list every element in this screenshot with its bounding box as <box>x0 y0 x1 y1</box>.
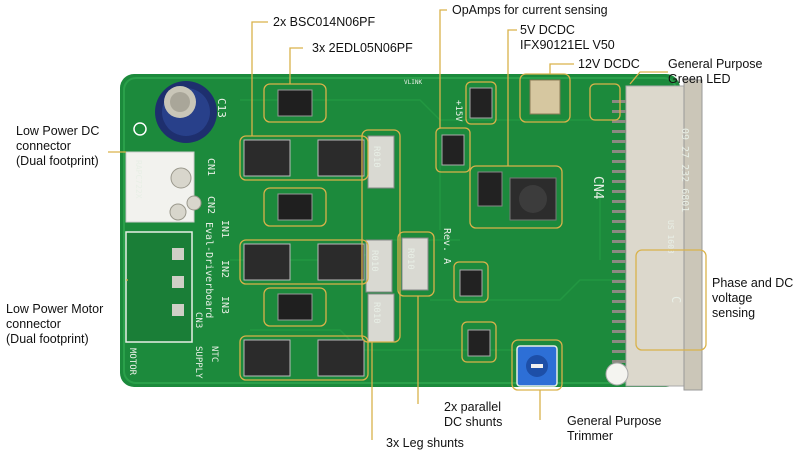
silk-cn1: CN1 <box>205 158 216 176</box>
label-lp-motor-line2: connector <box>6 317 61 331</box>
silk-shunt-2: R010 <box>369 250 379 272</box>
dcdc-ic <box>477 171 503 207</box>
silk-motor: MOTOR <box>127 348 137 376</box>
callout-lines <box>108 9 668 440</box>
silk-c13: C13 <box>215 98 228 118</box>
label-phase-line1: Phase and DC <box>712 276 794 290</box>
silk-shunt-4: R010 <box>405 248 415 270</box>
silk-plus15v: +15V <box>453 100 463 122</box>
mosfet-group <box>243 139 365 377</box>
label-dcdc5v: 5V DCDC IFX90121EL V50 <box>520 23 615 53</box>
silk-supply: SUPPLY <box>193 346 203 379</box>
label-dcdc5v-line2: IFX90121EL V50 <box>520 38 615 52</box>
silk-shunt-3: R010 <box>371 302 381 324</box>
silk-rapc: RAPC722X <box>134 160 143 199</box>
shunt-group <box>365 135 429 343</box>
label-led-line2: Green LED <box>668 72 731 86</box>
silk-cn4: CN4 <box>590 176 605 200</box>
driver-ic-group <box>277 89 313 321</box>
opamp-group <box>441 87 493 357</box>
label-led-line1: General Purpose <box>668 57 763 71</box>
dcdc-12v-module <box>529 79 561 115</box>
label-parallel-shunts-line2: DC shunts <box>444 415 503 429</box>
silk-in1: IN1 <box>219 220 230 238</box>
silk-rev: Rev. A <box>441 228 452 264</box>
silk-cn2: CN2 <box>205 196 216 214</box>
connector-mark: C <box>669 296 683 303</box>
connector-code-1: 09 27 232 6801 <box>679 128 690 212</box>
silk-ntc: NTC <box>209 346 219 362</box>
label-dcdc12v: 12V DCDC <box>578 57 640 71</box>
label-trimmer-line1: General Purpose <box>567 414 662 428</box>
label-phase: Phase and DC voltage sensing <box>712 276 793 321</box>
label-bsc: 2x BSC014N06PF <box>273 15 376 29</box>
silk-in2: IN2 <box>219 260 230 278</box>
label-trimmer: General Purpose Trimmer <box>567 414 662 444</box>
silk-shunt-1: R010 <box>371 146 381 168</box>
label-trimmer-line2: Trimmer <box>567 429 614 443</box>
label-lp-dc: Low Power DC connector (Dual footprint) <box>16 124 99 169</box>
label-lp-dc-line2: connector <box>16 139 71 153</box>
silk-vlink: VLINK <box>404 79 422 86</box>
silk-in3: IN3 <box>219 296 230 314</box>
label-lp-motor-line1: Low Power Motor <box>6 302 104 316</box>
label-dcdc5v-line1: 5V DCDC <box>520 23 575 37</box>
connector-code-2: US 1603 <box>666 220 675 254</box>
label-phase-line2: voltage <box>712 291 753 305</box>
label-edl: 3x 2EDL05N06PF <box>312 41 413 55</box>
callout-boxes <box>239 73 707 391</box>
label-lp-motor-line3: (Dual footprint) <box>6 332 89 346</box>
label-lp-dc-line1: Low Power DC <box>16 124 100 138</box>
label-phase-line3: sensing <box>712 306 756 320</box>
label-led: General Purpose Green LED <box>668 57 763 87</box>
silk-evalboard: Eval-Driverboard <box>203 222 214 318</box>
connector-pins <box>612 100 626 363</box>
silk-cn3: CN3 <box>193 312 203 328</box>
label-parallel-shunts: 2x parallel DC shunts <box>444 400 502 430</box>
label-lp-motor: Low Power Motor connector (Dual footprin… <box>6 302 103 347</box>
label-opamps: OpAmps for current sensing <box>452 3 608 17</box>
label-parallel-shunts-line1: 2x parallel <box>444 400 501 414</box>
label-leg-shunts: 3x Leg shunts <box>386 436 464 450</box>
label-lp-dc-line3: (Dual footprint) <box>16 154 99 168</box>
